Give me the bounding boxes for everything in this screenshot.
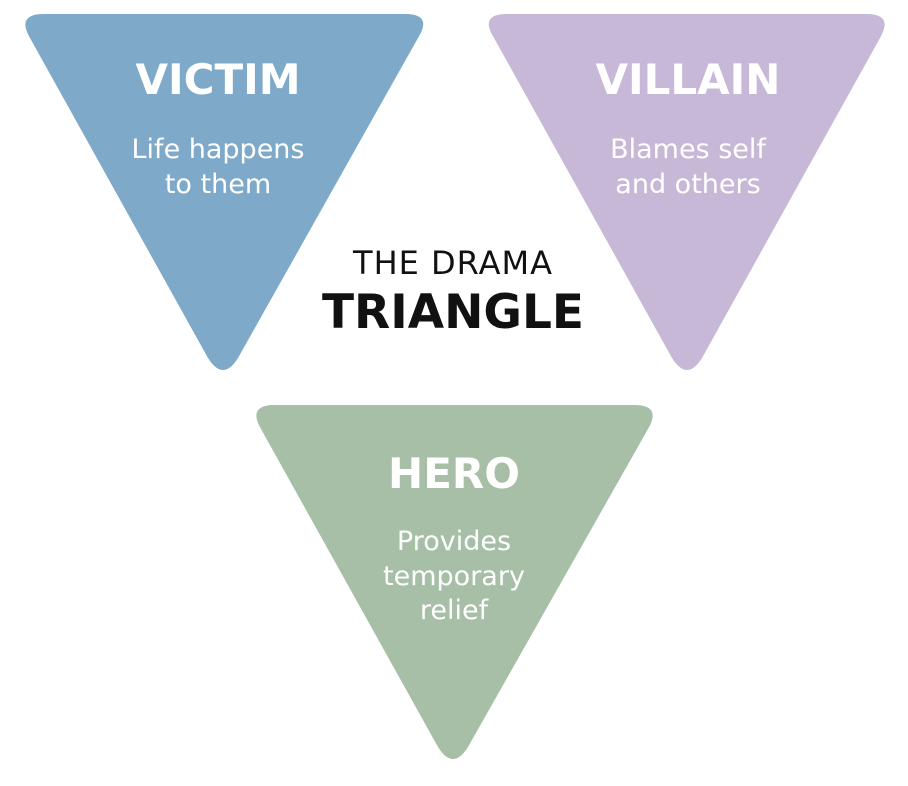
- villain-triangle: [488, 14, 885, 370]
- victim-desc-line-1: Life happens: [132, 134, 305, 165]
- center-title: THE DRAMA TRIANGLE: [322, 244, 584, 340]
- center-title-line-2: TRIANGLE: [322, 285, 584, 340]
- hero-desc-line-3: relief: [420, 595, 490, 626]
- center-title-line-1: THE DRAMA: [352, 244, 553, 282]
- hero-desc-line-2: temporary: [383, 561, 525, 592]
- villain-title: VILLAIN: [596, 55, 781, 104]
- villain-node: VILLAIN Blames self and others: [488, 14, 885, 370]
- hero-desc-line-1: Provides: [397, 526, 511, 557]
- hero-title: HERO: [388, 449, 520, 498]
- villain-desc-line-1: Blames self: [610, 134, 767, 165]
- victim-desc-line-2: to them: [165, 169, 271, 200]
- villain-desc-line-2: and others: [615, 169, 760, 200]
- hero-node: HERO Provides temporary relief: [256, 405, 653, 759]
- victim-title: VICTIM: [135, 55, 300, 104]
- victim-triangle: [25, 14, 424, 370]
- victim-node: VICTIM Life happens to them: [25, 14, 424, 370]
- hero-triangle: [256, 405, 653, 759]
